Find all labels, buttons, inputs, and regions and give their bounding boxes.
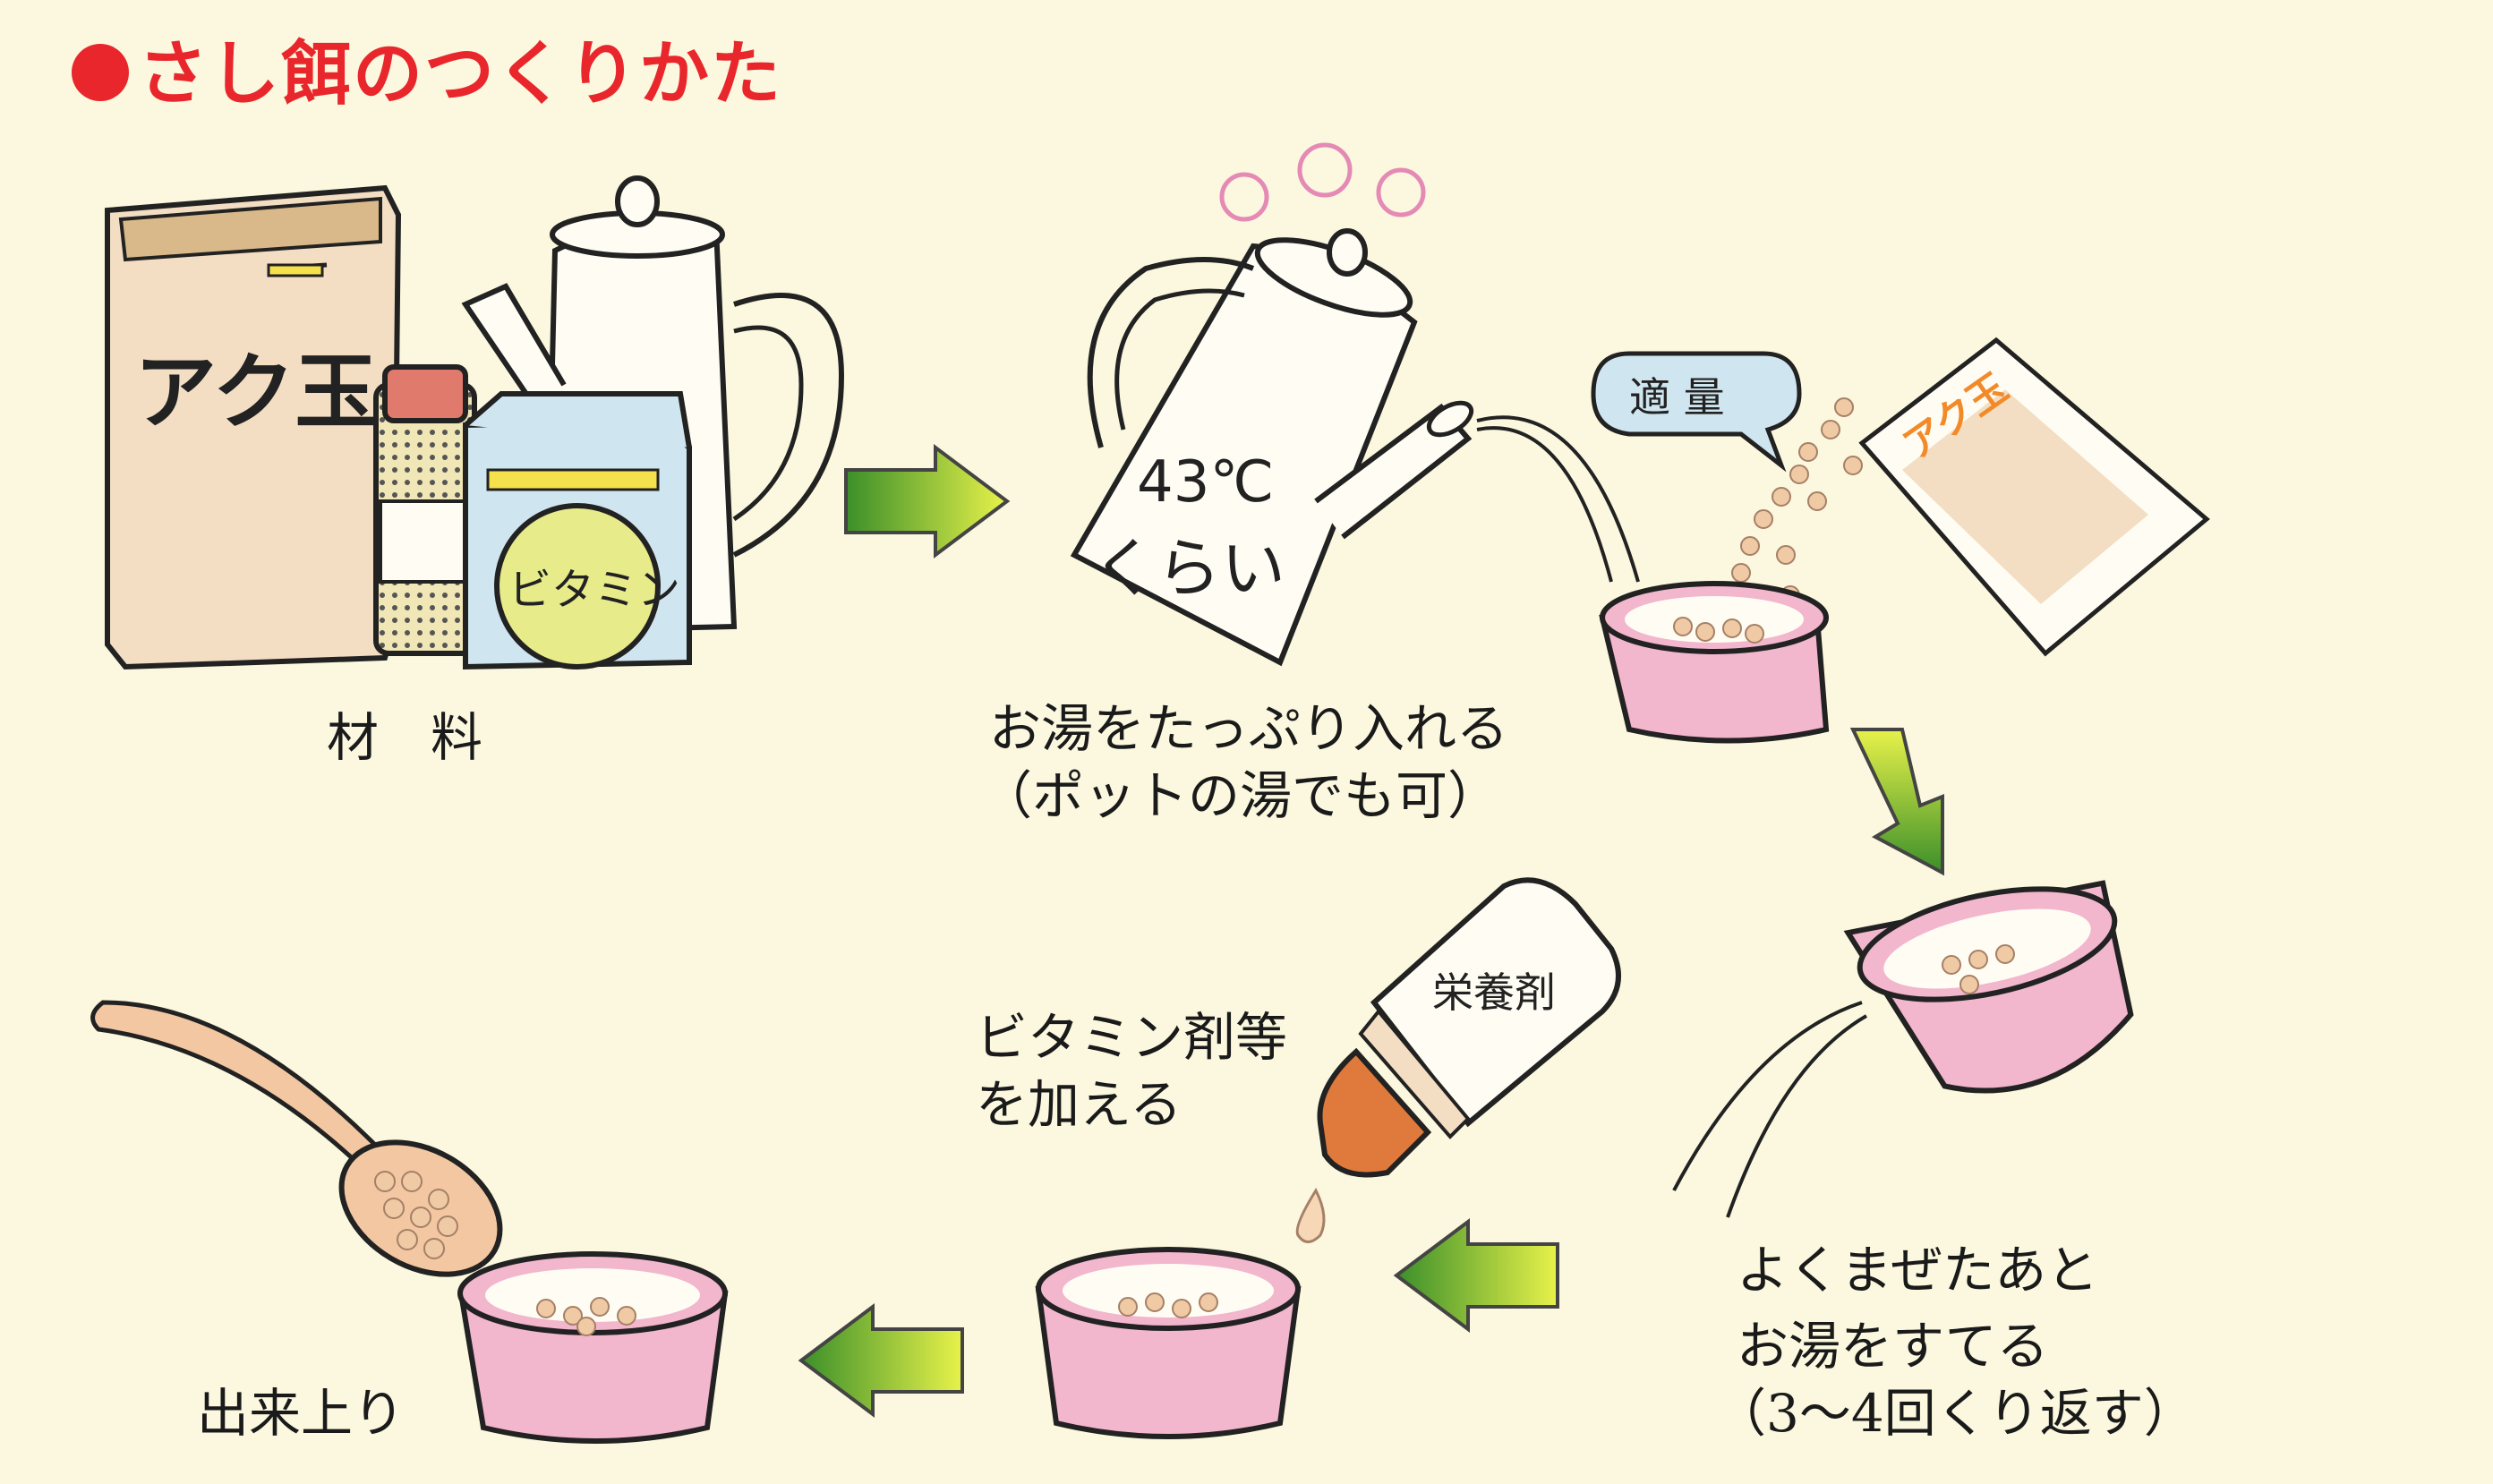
feed-bag: アク玉 bbox=[105, 184, 402, 670]
drain-caption-line3: （3～4回くり返す） bbox=[1714, 1383, 2196, 1444]
drain-caption-line1: よくまぜたあと bbox=[1737, 1240, 2099, 1301]
done-illustration bbox=[90, 1000, 729, 1444]
page-title: さし餌のつくりかた bbox=[72, 18, 782, 118]
kettle-amount-label: くらい bbox=[1092, 531, 1285, 606]
nutrient-bottle: 栄養剤 bbox=[1317, 877, 1621, 1178]
arrow-down bbox=[1849, 728, 1944, 876]
bowl-vitamin bbox=[1035, 1247, 1302, 1439]
vitamin-caption-line1: ビタミン剤等 bbox=[976, 1007, 1288, 1068]
pour-caption-line1: お湯をたっぷり入れる bbox=[989, 698, 1509, 759]
vitamin-box: ビタミン bbox=[463, 391, 692, 670]
vitamin-caption-line2: を加える bbox=[976, 1074, 1182, 1135]
arrow-right-1 bbox=[844, 444, 1011, 559]
steam-icon bbox=[1219, 172, 1269, 222]
done-caption: 出来上り bbox=[197, 1383, 406, 1444]
bowl-done bbox=[457, 1251, 729, 1444]
pour-caption-line2: （ポットの湯でも可） bbox=[980, 765, 1500, 826]
drain-illustration bbox=[1672, 880, 2134, 1218]
bowl-pour bbox=[1599, 581, 1830, 744]
bottle-label: 栄養剤 bbox=[1432, 968, 1556, 1017]
arrow-left-1 bbox=[1393, 1218, 1559, 1333]
materials-illustration: アク玉 ビタミン bbox=[105, 175, 845, 670]
supplement-bottle bbox=[373, 364, 477, 656]
amount-speech-bubble: 適 量 bbox=[1591, 351, 1802, 473]
drain-caption-line2: お湯をすてる bbox=[1737, 1316, 2049, 1377]
kettle-temp-label: 43℃ bbox=[1137, 449, 1274, 516]
vitamin-illustration: 栄養剤 bbox=[1035, 877, 1621, 1439]
spoon bbox=[90, 1000, 503, 1277]
pour-illustration: 43℃ くらい 適 量 アク玉 bbox=[1070, 142, 2210, 744]
drop-icon bbox=[1295, 1187, 1326, 1243]
box-label: ビタミン bbox=[508, 565, 680, 615]
arrow-left-2 bbox=[798, 1303, 964, 1418]
bag-label: アク玉 bbox=[134, 345, 377, 440]
food-packet: アク玉 bbox=[1858, 337, 2210, 657]
kettle: 43℃ くらい bbox=[1070, 228, 1474, 667]
bubble-text: 適 量 bbox=[1629, 373, 1725, 422]
bullet-dot-icon bbox=[72, 44, 129, 101]
materials-caption: 材 料 bbox=[327, 707, 483, 768]
